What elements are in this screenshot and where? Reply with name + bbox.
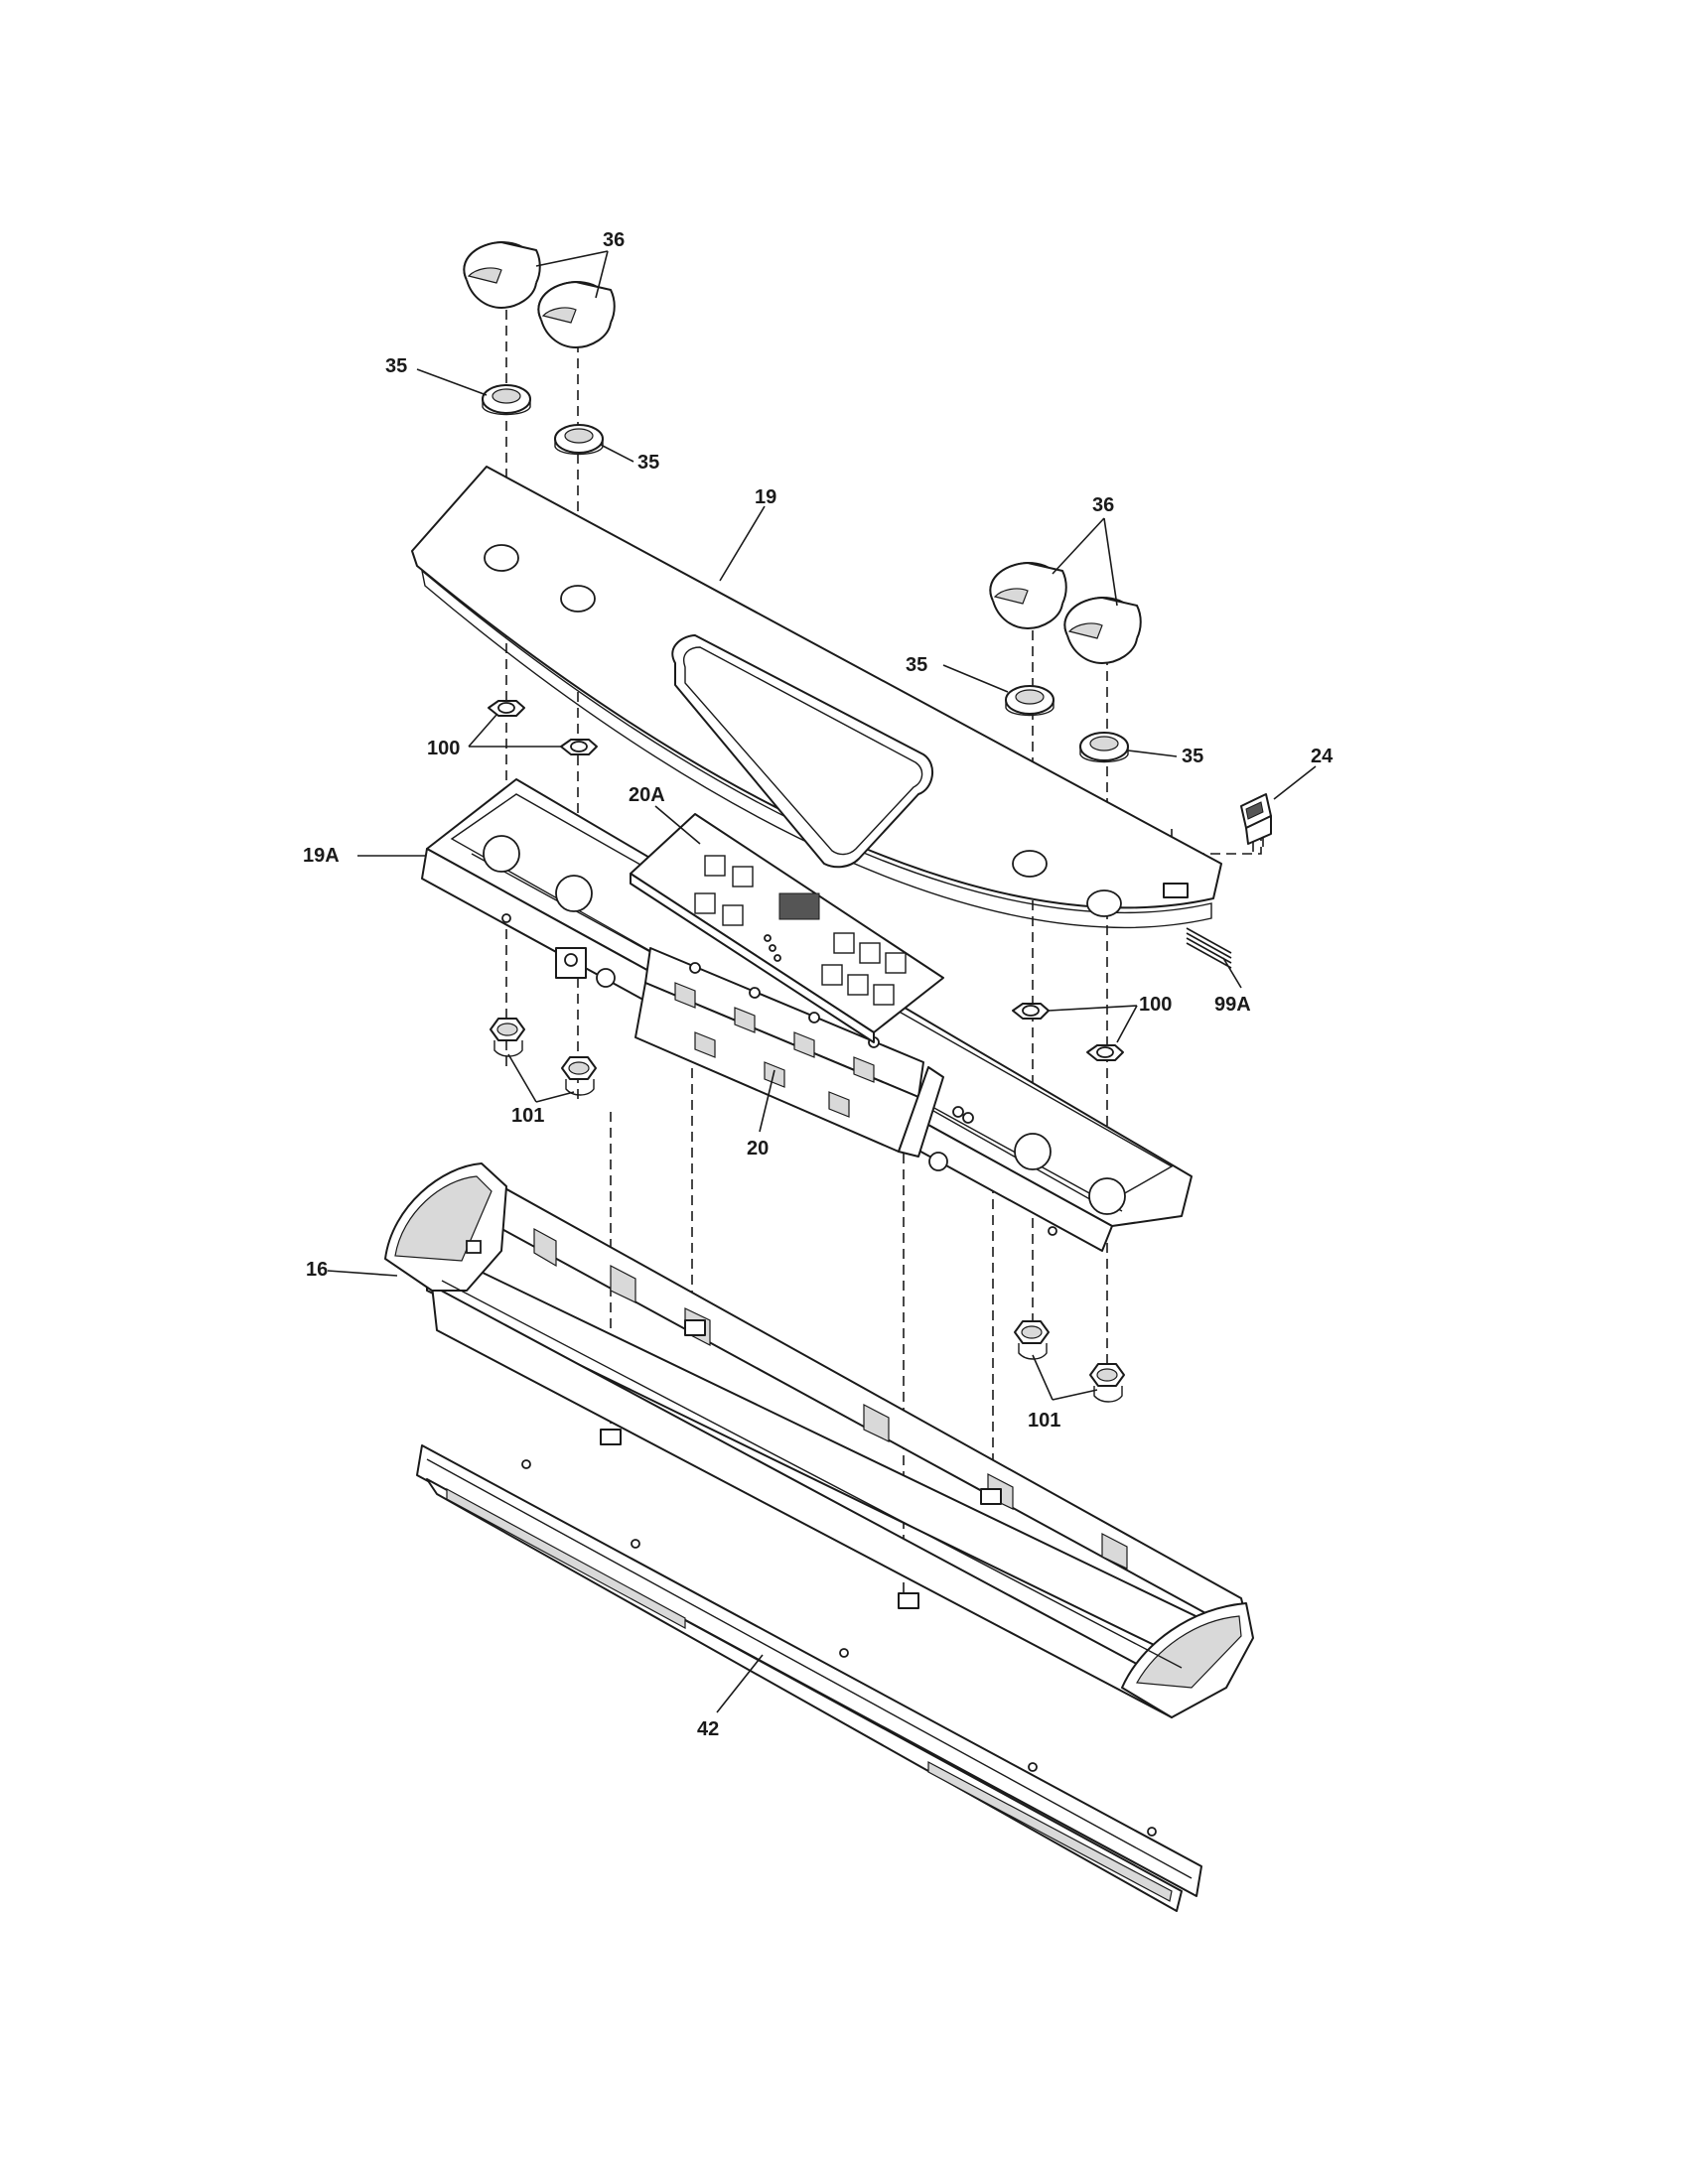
callout-42: 42 (697, 1718, 719, 1740)
callout-99a: 99A (1214, 994, 1251, 1016)
callout-35-left-lower: 35 (637, 452, 659, 474)
callout-36-right: 36 (1092, 494, 1114, 516)
callout-19: 19 (755, 486, 776, 508)
keypad-keys (694, 855, 907, 1006)
callout-19a: 19A (303, 845, 340, 867)
callout-100-right: 100 (1139, 994, 1172, 1016)
part-20a-keypad-overlay (630, 813, 944, 1043)
bezel-35-a (482, 384, 531, 416)
part-20-control-board (634, 947, 944, 1158)
callout-35-right-lower: 35 (1182, 746, 1203, 767)
washer-100-d (1086, 1044, 1124, 1061)
callout-labels: 36 35 35 19 36 35 35 24 100 20A 19A 99A … (303, 229, 1334, 1740)
bezel-35-b (554, 424, 604, 456)
leader-lines (327, 250, 1317, 1713)
nut-101-b (561, 1056, 597, 1096)
bezel-35-d (1079, 732, 1129, 763)
callout-36-top: 36 (603, 229, 625, 251)
part-42-lower-bracket (416, 1444, 1202, 1912)
washer-100-a (488, 700, 525, 717)
knob-36-c (989, 562, 1067, 629)
callout-35-left-upper: 35 (385, 355, 407, 377)
callout-101-left: 101 (511, 1105, 544, 1127)
bezel-35-c (1005, 685, 1055, 717)
washer-100-c (1012, 1003, 1050, 1020)
callout-20: 20 (747, 1138, 769, 1160)
switch-24 (1240, 793, 1272, 852)
nut-101-d (1089, 1363, 1125, 1403)
knob-36-a (463, 241, 541, 309)
wire-99a (1186, 927, 1232, 969)
knob-36-b (537, 281, 616, 348)
callout-20a: 20A (629, 784, 665, 806)
knob-36-d (1063, 597, 1142, 664)
part-19-control-panel (411, 466, 1232, 969)
callout-100-left: 100 (427, 738, 460, 759)
callout-24: 24 (1311, 746, 1334, 767)
callout-16: 16 (306, 1259, 328, 1281)
part-16-console-frame (384, 1162, 1254, 1718)
nut-101-c (1014, 1320, 1050, 1360)
callout-35-right-upper: 35 (906, 654, 927, 676)
washer-100-b (560, 739, 598, 755)
callout-101-right: 101 (1028, 1410, 1060, 1432)
nut-101-a (490, 1018, 525, 1057)
